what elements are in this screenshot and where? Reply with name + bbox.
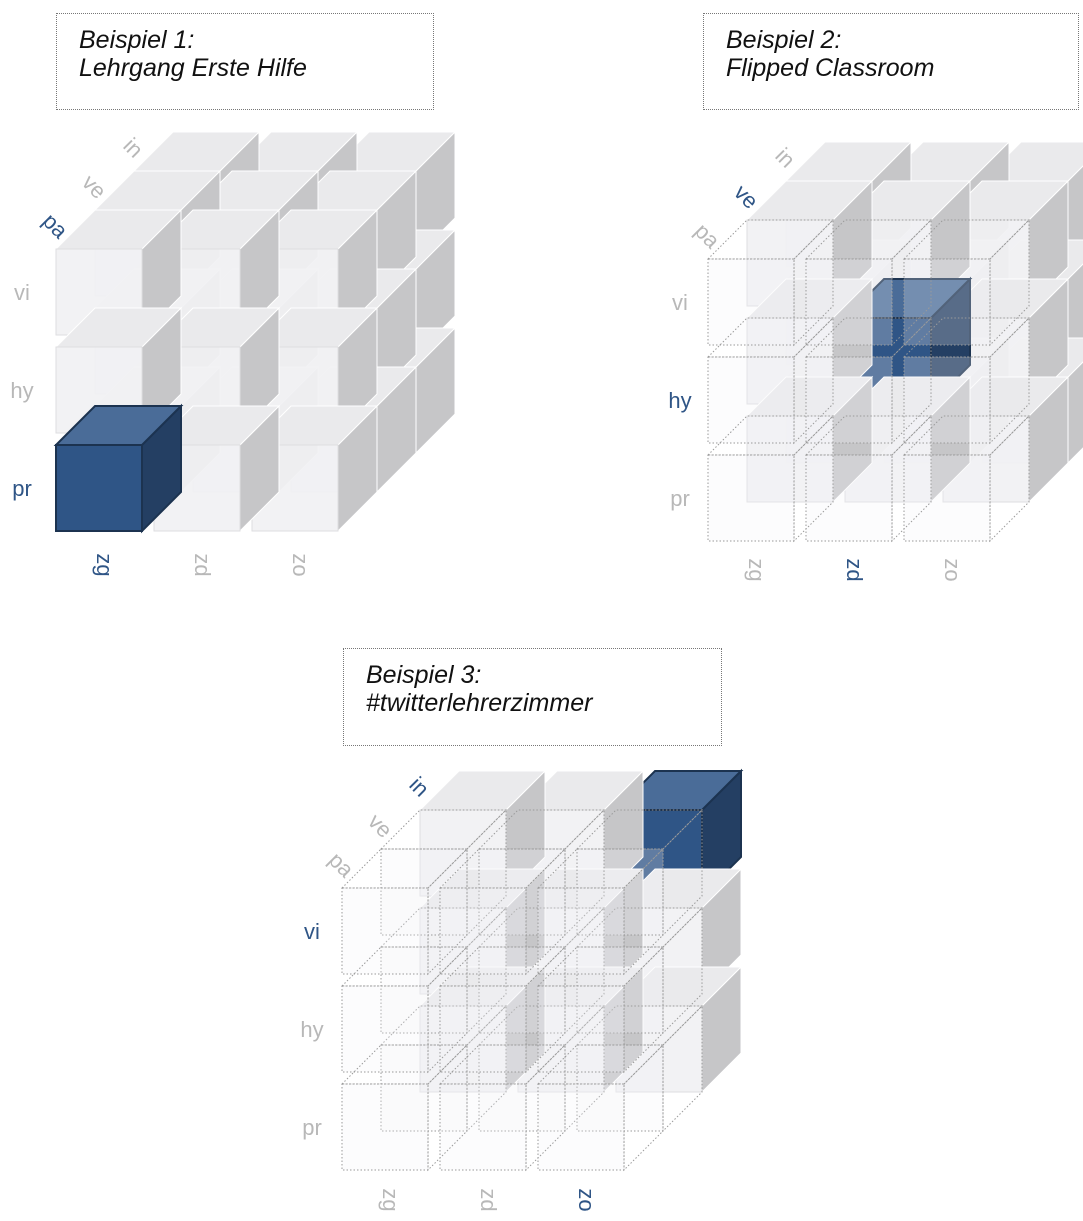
grid-cube	[804, 218, 933, 347]
example-1-caption: Beispiel 1: Lehrgang Erste Hilfe	[56, 13, 434, 110]
row-label: pr	[12, 476, 32, 501]
grid-cube	[536, 1043, 665, 1172]
column-label: zo	[288, 553, 313, 576]
row-label: vi	[14, 280, 30, 305]
column-label: zg	[92, 553, 117, 576]
example-2: Beispiel 2: Flipped Classroom vi hy pr zg zd…	[0, 0, 1083, 600]
caption-title: Beispiel 2:	[726, 26, 842, 54]
row-label: hy	[300, 1017, 323, 1042]
row-label: pr	[302, 1115, 322, 1140]
grid-cube	[706, 316, 835, 445]
depth-label: pa	[324, 847, 360, 883]
grid-cube	[340, 847, 469, 976]
grid-cube	[438, 847, 567, 976]
grid-cube	[902, 218, 1031, 347]
depth-label: in	[404, 772, 434, 802]
column-label: zd	[190, 553, 215, 576]
grid-cube	[902, 414, 1031, 543]
grid-cube	[804, 414, 933, 543]
example-2-caption: Beispiel 2: Flipped Classroom	[703, 13, 1079, 110]
grid-cube	[804, 316, 933, 445]
example-3-caption: Beispiel 3: #twitterlehrerzimmer	[343, 648, 722, 746]
column-label: zo	[940, 558, 965, 581]
column-label: zo	[574, 1188, 599, 1211]
grid-cube	[438, 1043, 567, 1172]
depth-label: ve	[363, 809, 397, 843]
grid-cube	[745, 375, 874, 504]
caption-subtitle: Lehrgang Erste Hilfe	[79, 54, 307, 82]
row-label: hy	[10, 378, 33, 403]
column-label: zd	[476, 1188, 501, 1211]
row-label: vi	[304, 919, 320, 944]
caption-title: Beispiel 3:	[366, 661, 482, 689]
row-label: hy	[668, 388, 691, 413]
example-1: Beispiel 1: Lehrgang Erste Hilfe vi hy pr z…	[0, 0, 460, 600]
grid-cube	[438, 945, 567, 1074]
grid-cube	[706, 414, 835, 543]
column-label: zg	[744, 558, 769, 581]
caption-subtitle: #twitterlehrerzimmer	[366, 689, 593, 717]
grid-cube	[902, 316, 1031, 445]
grid-cube	[340, 945, 469, 1074]
column-label: zg	[378, 1188, 403, 1211]
caption-title: Beispiel 1:	[79, 26, 195, 54]
row-label: pr	[670, 486, 690, 511]
grid-cube	[53, 403, 184, 534]
row-label: vi	[672, 290, 688, 315]
column-label: zd	[842, 558, 867, 581]
grid-cube	[536, 945, 665, 1074]
grid-cube	[536, 847, 665, 976]
caption-subtitle: Flipped Classroom	[726, 54, 935, 82]
grid-cube	[706, 218, 835, 347]
grid-cube	[340, 1043, 469, 1172]
